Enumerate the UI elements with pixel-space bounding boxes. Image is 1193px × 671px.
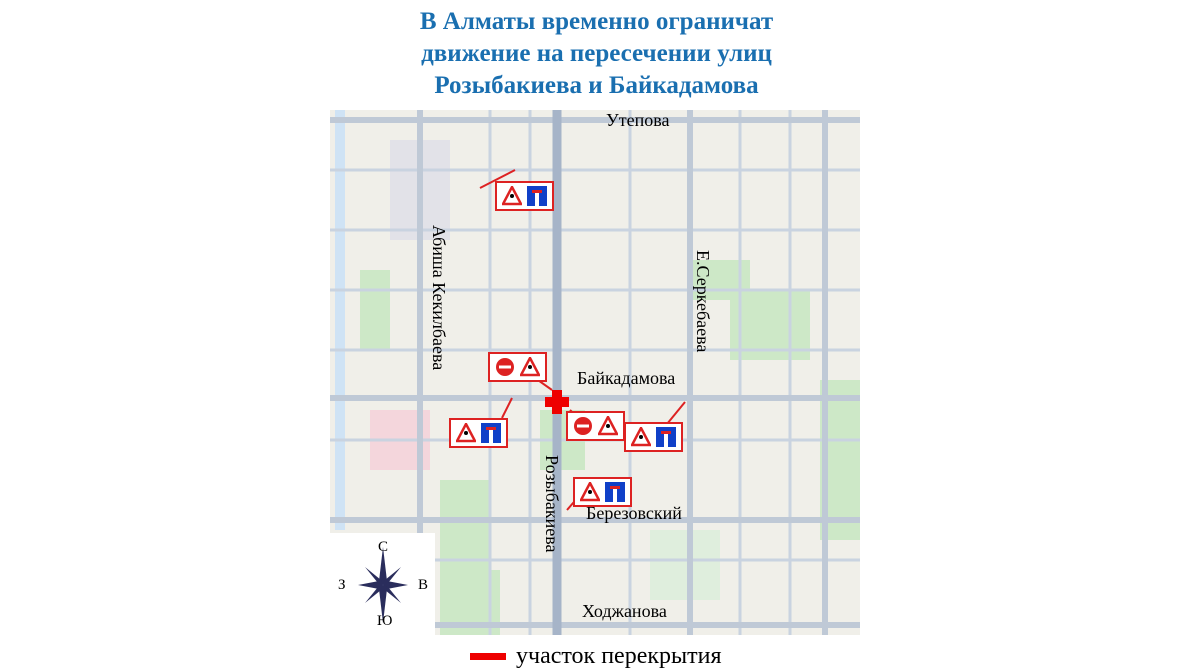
roadwork-icon [580,482,600,502]
street-label-utepova: Утепова [606,110,670,130]
no-entry-icon [574,417,592,435]
roadwork-icon [631,427,651,447]
roadwork-icon [520,357,540,377]
headline-line: движение на пересечении улиц [421,40,772,67]
legend: участок перекрытия [470,643,722,670]
street-label-khodzhanova: Ходжанова [582,601,667,621]
street-label-rozybakieva: Розыбакиева [542,455,562,553]
sign-group-roadwork-deadend [449,418,508,448]
street-map[interactable] [330,110,860,635]
street-label-kekilbaeva: Абиша Кекилбаева [429,225,449,371]
headline-line: Розыбакиева и Байкадамова [434,72,759,99]
sign-group-roadwork-deadend [624,422,683,452]
sign-group-roadwork-deadend [495,181,554,211]
sign-group-roadwork-deadend [573,477,632,507]
street-label-serkebaeva: Е.Серкебаева [693,250,713,353]
legend-label: участок перекрытия [516,643,722,669]
no-entry-icon [496,358,514,376]
compass-north: С [378,539,389,555]
dead-end-icon [527,186,547,206]
compass-south: Ю [377,613,393,629]
dead-end-icon [481,423,501,443]
canal [335,110,345,530]
roadwork-icon [456,423,476,443]
roadwork-icon [502,186,522,206]
street-label-baikadamova: Байкадамова [577,368,676,388]
closure-swatch [470,653,506,660]
compass-rose: С Ю З В [330,533,435,635]
headline: В Алматы временно ограничат движение на … [0,6,1193,102]
compass-star-icon [358,547,408,623]
sign-group-noentry-roadwork [566,411,625,441]
compass-west: З [338,577,346,593]
dead-end-icon [656,427,676,447]
roadwork-icon [598,416,618,436]
headline-line: В Алматы временно ограничат [419,8,774,35]
compass-east: В [418,577,429,593]
sign-group-noentry-roadwork [488,352,547,382]
street-label-berezovsky: Березовский [586,503,682,523]
dead-end-icon [605,482,625,502]
